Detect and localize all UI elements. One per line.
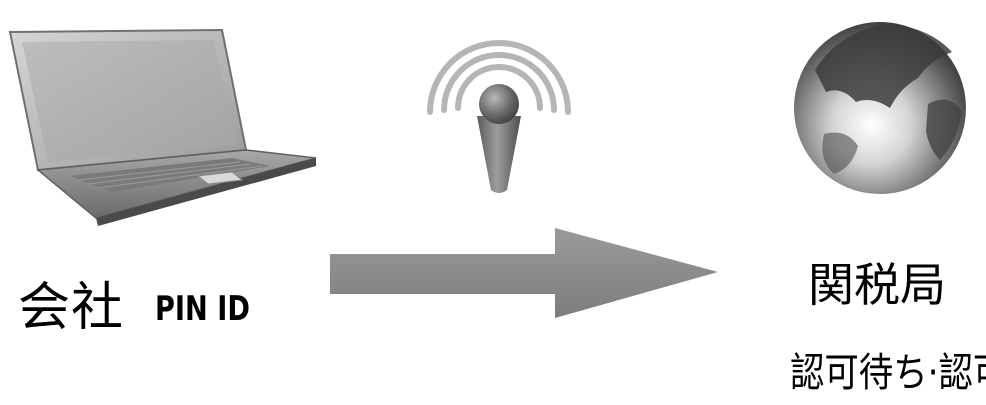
company-label: 会社: [18, 282, 124, 334]
pin-id-label: PIN ID: [155, 292, 250, 326]
customs-bureau-label: 関税局: [808, 262, 946, 308]
laptop-icon: [10, 30, 316, 226]
antenna-icon: [430, 43, 568, 193]
authorization-status-label: 認可待ち·認可: [790, 353, 986, 393]
globe-icon: [794, 22, 966, 194]
arrow-right-icon: [330, 228, 718, 318]
